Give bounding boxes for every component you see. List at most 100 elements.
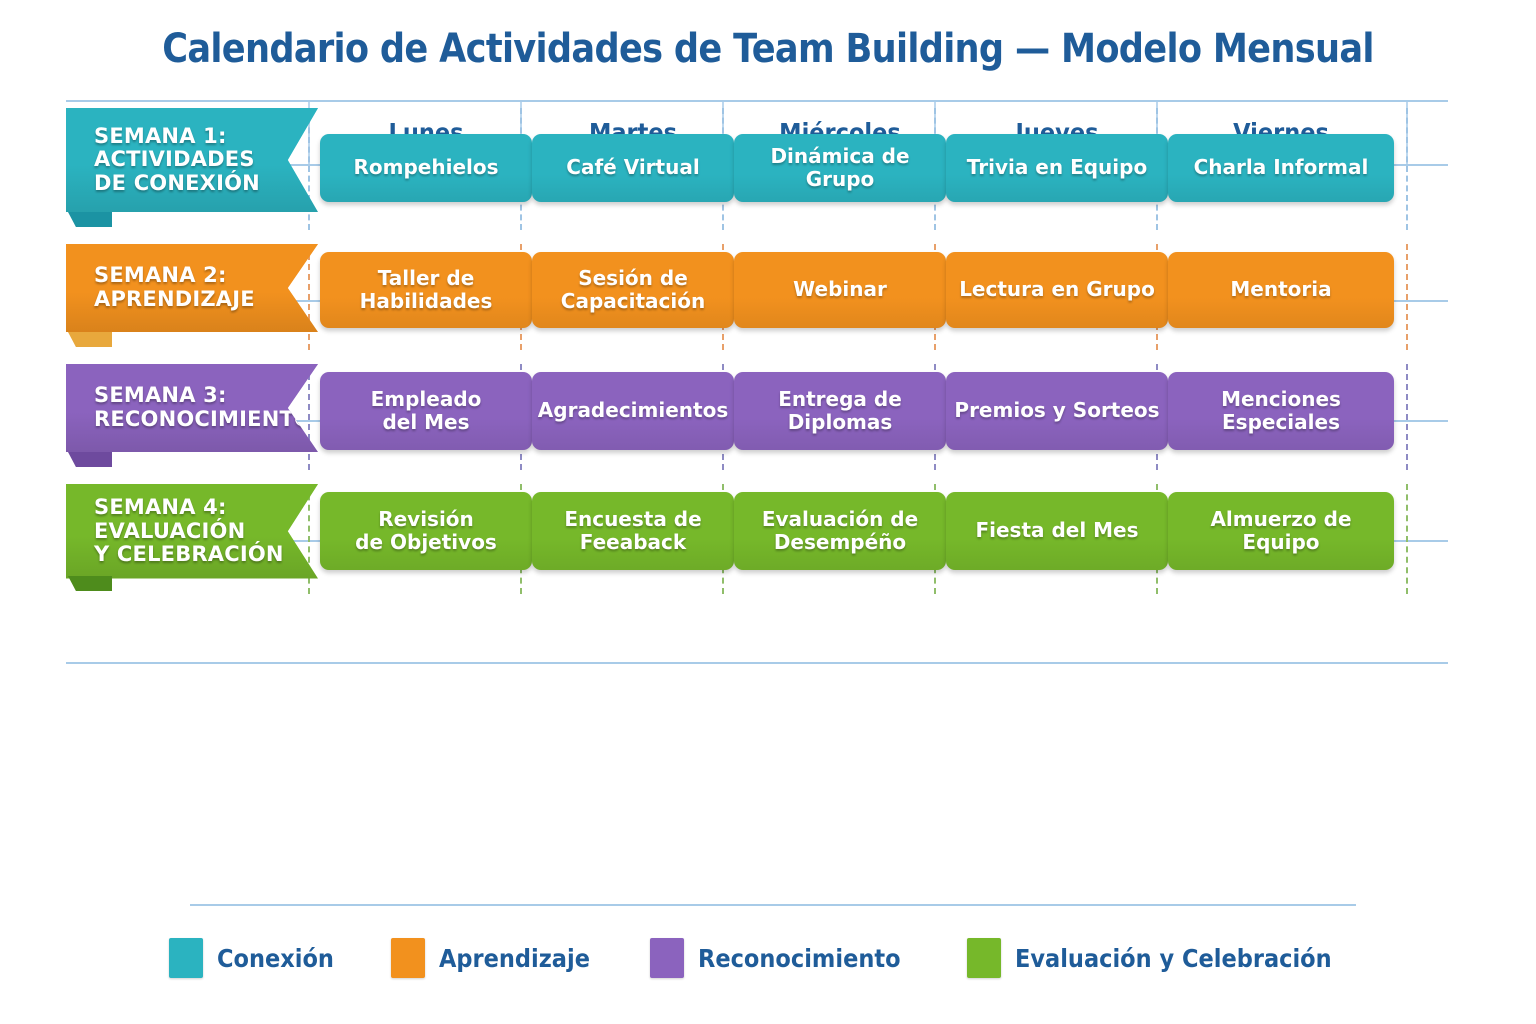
week-banner-line: ACTIVIDADES [94, 147, 255, 172]
activity-card[interactable]: Trivia en Equipo [946, 134, 1168, 202]
activity-card-label: Almuerzo de [1210, 506, 1352, 531]
column-separator [308, 364, 310, 470]
week-banner-fold [68, 212, 112, 227]
week-banner-fold [68, 452, 112, 467]
activity-card-label: Entrega de [778, 386, 902, 411]
activity-card-label: Feeaback [579, 530, 687, 554]
week-banner-body: SEMANA 3:RECONOCIMIENTO [66, 364, 318, 452]
activity-card-label: Menciones [1221, 386, 1341, 411]
activity-card-label: del Mes [382, 410, 470, 434]
legend-item: Conexión [168, 938, 347, 978]
activity-card[interactable]: Dinámica de Grupo [734, 134, 946, 202]
week-banner-line: SEMANA 1: [94, 123, 227, 148]
activity-card[interactable]: Rompehielos [320, 134, 532, 202]
week-banner-line: EVALUACIÓN [94, 518, 246, 543]
activity-card-label: Agradecimientos [537, 398, 729, 423]
activity-card-label: Dinámica de Grupo [770, 143, 910, 191]
activity-card-label: Empleado [370, 386, 482, 411]
activity-card-label: Capacitación [560, 289, 706, 313]
activity-card-label: Lectura en Grupo [959, 277, 1155, 302]
column-separator [1406, 364, 1408, 470]
week-banner-line: Y CELEBRACIÓN [94, 542, 284, 567]
activity-card-label: Diplomas [787, 410, 893, 434]
week-banner-line: DE CONEXIÓN [94, 170, 260, 195]
week-banner-body: SEMANA 2:APRENDIZAJE [66, 244, 318, 332]
column-separator [308, 108, 310, 230]
activity-card[interactable]: Café Virtual [532, 134, 734, 202]
legend-divider [190, 904, 1356, 906]
activity-card-label: Desempéño [773, 530, 907, 554]
page-title: Calendario de Actividades de Team Buildi… [162, 26, 1374, 72]
activity-card[interactable]: Webinar [734, 252, 946, 328]
legend-label: Aprendizaje [438, 943, 590, 973]
week-banner-line: SEMANA 3: [94, 383, 227, 408]
column-separator [308, 484, 310, 594]
activity-card-label: Evaluación de [761, 506, 919, 531]
table-bottom-rule [66, 662, 1448, 664]
activity-card-label: Encuesta de [564, 506, 702, 531]
legend-color-swatch [650, 938, 685, 978]
activity-card-label: Especiales [1222, 410, 1340, 434]
week-banner-line: RECONOCIMIENTO [94, 407, 313, 431]
legend-item: Reconocimiento [650, 938, 923, 978]
activity-card-label: Charla Informal [1193, 155, 1369, 180]
activity-card-label: de Objetivos [355, 530, 497, 554]
week-banner-line: APRENDIZAJE [94, 287, 255, 311]
activity-card-label: Sesión de [578, 265, 688, 290]
activity-card-label: Taller de [377, 265, 475, 290]
activity-card[interactable]: Fiesta del Mes [946, 492, 1168, 570]
legend: Conexión Aprendizaje Reconocimiento Evaluac… [0, 938, 1536, 978]
legend-color-swatch [390, 938, 425, 978]
week-banner-fold [68, 332, 112, 347]
legend-color-swatch [967, 938, 1002, 978]
activity-card-label: Mentoria [1230, 277, 1332, 302]
activity-card[interactable]: Charla Informal [1168, 134, 1394, 202]
column-separator [308, 244, 310, 350]
week-banner-3: SEMANA 3:RECONOCIMIENTO [66, 364, 318, 467]
activity-card-label: Fiesta del Mes [975, 518, 1139, 543]
activity-card[interactable]: Premios y Sorteos [946, 372, 1168, 450]
week-banner-fold [68, 576, 112, 591]
activity-card-label: Webinar [793, 277, 887, 302]
column-separator [1406, 484, 1408, 594]
activity-card-label: Café Virtual [566, 155, 700, 180]
legend-item: Aprendizaje [390, 938, 607, 978]
activity-card[interactable]: Mentoria [1168, 252, 1394, 328]
activity-card[interactable]: Agradecimientos [532, 372, 734, 450]
legend-label: Reconocimiento [698, 943, 901, 973]
legend-color-swatch [168, 938, 203, 978]
activity-card-label: Revisión [378, 506, 474, 531]
activity-card[interactable]: Lectura en Grupo [946, 252, 1168, 328]
activity-card-label: Premios y Sorteos [954, 398, 1160, 423]
table-top-rule [66, 100, 1448, 102]
week-banner-2: SEMANA 2:APRENDIZAJE [66, 244, 318, 347]
column-separator [1406, 244, 1408, 350]
legend-item: Evaluación y Celebración [967, 938, 1367, 978]
legend-label: Evaluación y Celebración [1015, 943, 1333, 973]
activity-card-label: Trivia en Equipo [966, 155, 1148, 180]
activity-card-label: Rompehielos [353, 155, 499, 180]
column-separator [1406, 108, 1408, 230]
activity-card-label: Habilidades [359, 289, 493, 313]
legend-label: Conexión [216, 943, 334, 973]
week-banner-line: SEMANA 2: [94, 263, 227, 288]
week-banner-line: SEMANA 4: [94, 495, 227, 519]
